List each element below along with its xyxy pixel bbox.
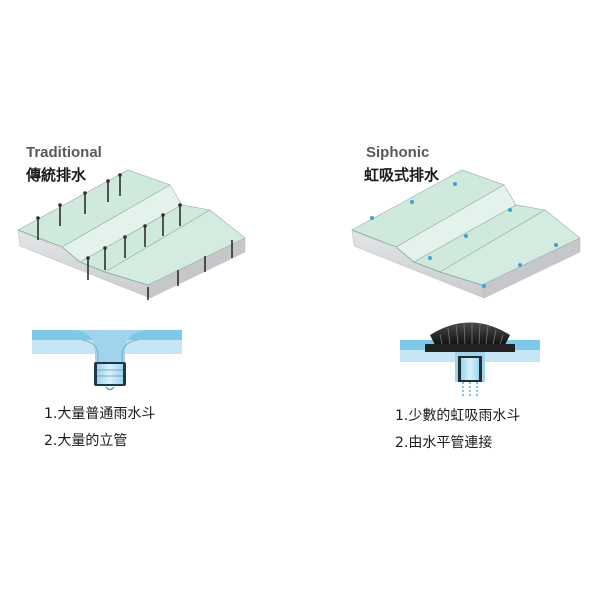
siphonic-outlets (370, 182, 558, 288)
siphonic-title-en: Siphonic (366, 144, 430, 161)
traditional-downpipes (37, 175, 233, 300)
traditional-note-2: 2.大量的立管 (44, 433, 128, 449)
siphonic-roof (351, 169, 581, 299)
traditional-title-zh: 傳統排水 (26, 166, 87, 184)
siphonic-title-zh: 虹吸式排水 (364, 166, 440, 184)
siphonic-note-2: 2.由水平管連接 (395, 435, 493, 451)
traditional-roof (17, 169, 246, 299)
traditional-note-1: 1.大量普通雨水斗 (44, 406, 156, 422)
traditional-title-en: Traditional (26, 144, 102, 161)
siphonic-note-1: 1.少數的虹吸雨水斗 (395, 408, 521, 424)
siphonic-drain-detail (400, 322, 540, 398)
traditional-drain-detail (32, 330, 182, 391)
